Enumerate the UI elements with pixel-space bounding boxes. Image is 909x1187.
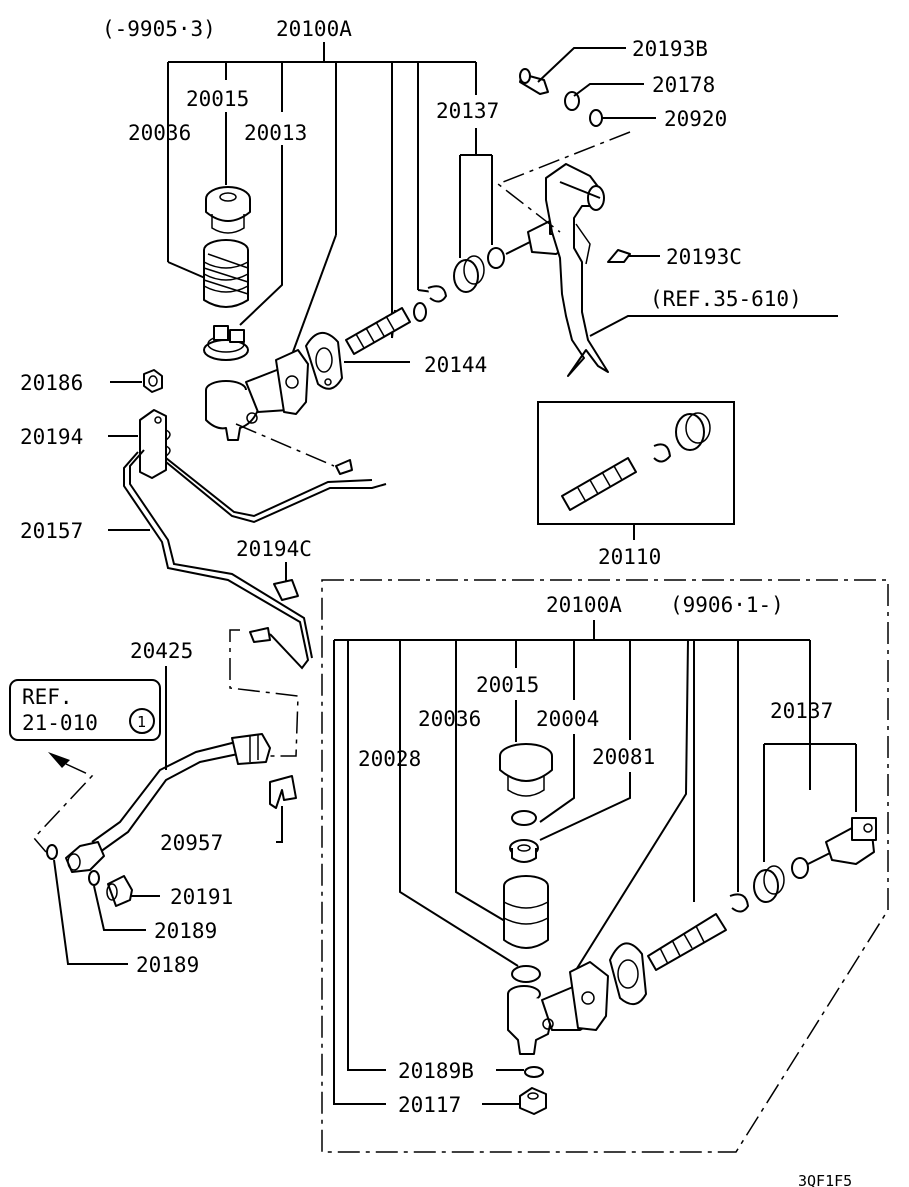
reservoir-part	[203, 239, 249, 308]
clip-part-20194C	[273, 579, 299, 601]
label-20193B: 20193B	[632, 37, 708, 61]
ref-pedal-label: (REF.35-610)	[650, 287, 802, 311]
label-20191: 20191	[170, 885, 233, 909]
clip-part	[427, 285, 447, 303]
label-20036-lower: 20036	[418, 707, 481, 731]
label-20194C: 20194C	[236, 537, 312, 561]
o-ring-part-20028	[511, 965, 541, 983]
label-20144: 20144	[424, 353, 487, 377]
label-20036: 20036	[128, 121, 191, 145]
label-20957: 20957	[160, 831, 223, 855]
arrow-icon	[48, 752, 70, 768]
label-20004: 20004	[536, 707, 599, 731]
reservoir-cap-part-lower	[499, 743, 553, 797]
boot-part-upper	[453, 247, 505, 293]
label-20081: 20081	[592, 745, 655, 769]
reservoir-cap-part	[205, 186, 251, 234]
label-20178: 20178	[652, 73, 715, 97]
hose-clamp-part	[203, 325, 249, 361]
lower-assembly-frame	[321, 579, 889, 1153]
master-cylinder-body	[205, 349, 309, 441]
label-20193C: 20193C	[666, 245, 742, 269]
o-ring-part-20004	[511, 810, 537, 826]
label-20186: 20186	[20, 371, 83, 395]
label-20110: 20110	[598, 545, 661, 569]
label-20189B: 20189B	[398, 1059, 474, 1083]
lower-assembly-label: 20100A	[546, 593, 622, 617]
label-20189-b: 20189	[136, 953, 199, 977]
clutch-pipe-part	[123, 449, 387, 670]
ref-box: REF. 21-010 1	[9, 679, 161, 741]
nut-part-20186	[143, 369, 163, 393]
repair-kit-box	[537, 401, 735, 525]
label-20117: 20117	[398, 1093, 461, 1117]
gasket-part	[305, 332, 343, 390]
washer-part-20189-b	[46, 844, 58, 860]
clutch-hose-part	[65, 733, 271, 873]
label-20015: 20015	[186, 87, 249, 111]
push-rod-clevis-lower	[807, 817, 877, 865]
label-20920: 20920	[664, 107, 727, 131]
label-20137-upper: 20137	[436, 99, 499, 123]
label-20157: 20157	[20, 519, 83, 543]
reservoir-part-lower	[503, 875, 549, 949]
fitting-part-20081	[509, 839, 539, 863]
label-20425: 20425	[130, 639, 193, 663]
bolt-part-20191	[106, 875, 133, 907]
washer-part-20189B	[524, 1066, 544, 1078]
label-20028: 20028	[358, 747, 421, 771]
boot-part-lower	[753, 857, 809, 903]
gasket-part-lower	[609, 942, 647, 1005]
label-20137-lower: 20137	[770, 699, 833, 723]
upper-assembly-period: (-9905·3)	[102, 17, 216, 41]
upper-assembly-label: 20100A	[276, 17, 352, 41]
lower-assembly-period: (9906·1-)	[670, 593, 784, 617]
clip-part-20957	[269, 775, 297, 809]
washer-part-20178	[564, 91, 580, 111]
label-20013: 20013	[244, 121, 307, 145]
piston-part	[345, 302, 427, 355]
upper-assembly: (-9905·3) 20100A 20015 20036 20013 20137	[9, 17, 838, 977]
master-cylinder-body-lower	[507, 961, 609, 1055]
ref-box-circle: 1	[137, 713, 146, 731]
bleeder-part-20117	[519, 1087, 547, 1115]
ref-box-line2: 21-010	[22, 711, 98, 735]
label-20189-a: 20189	[154, 919, 217, 943]
ring-part-20920	[589, 109, 603, 127]
washer-part-20189-a	[88, 870, 100, 886]
clip-part-lower	[729, 893, 749, 913]
label-20015-lower: 20015	[476, 673, 539, 697]
diagram-code: 3QF1F5	[798, 1172, 852, 1187]
label-20194: 20194	[20, 425, 83, 449]
pin-part-20193B	[519, 68, 549, 95]
piston-part-lower	[647, 913, 727, 971]
clutch-pedal	[545, 163, 609, 377]
clip-part-20193C	[607, 249, 631, 263]
lower-assembly: 20100A (9906·1-) 20015 20036 20004 20028…	[321, 579, 889, 1153]
clamp-part-20194	[139, 409, 171, 479]
ref-box-line1: REF.	[22, 685, 73, 709]
